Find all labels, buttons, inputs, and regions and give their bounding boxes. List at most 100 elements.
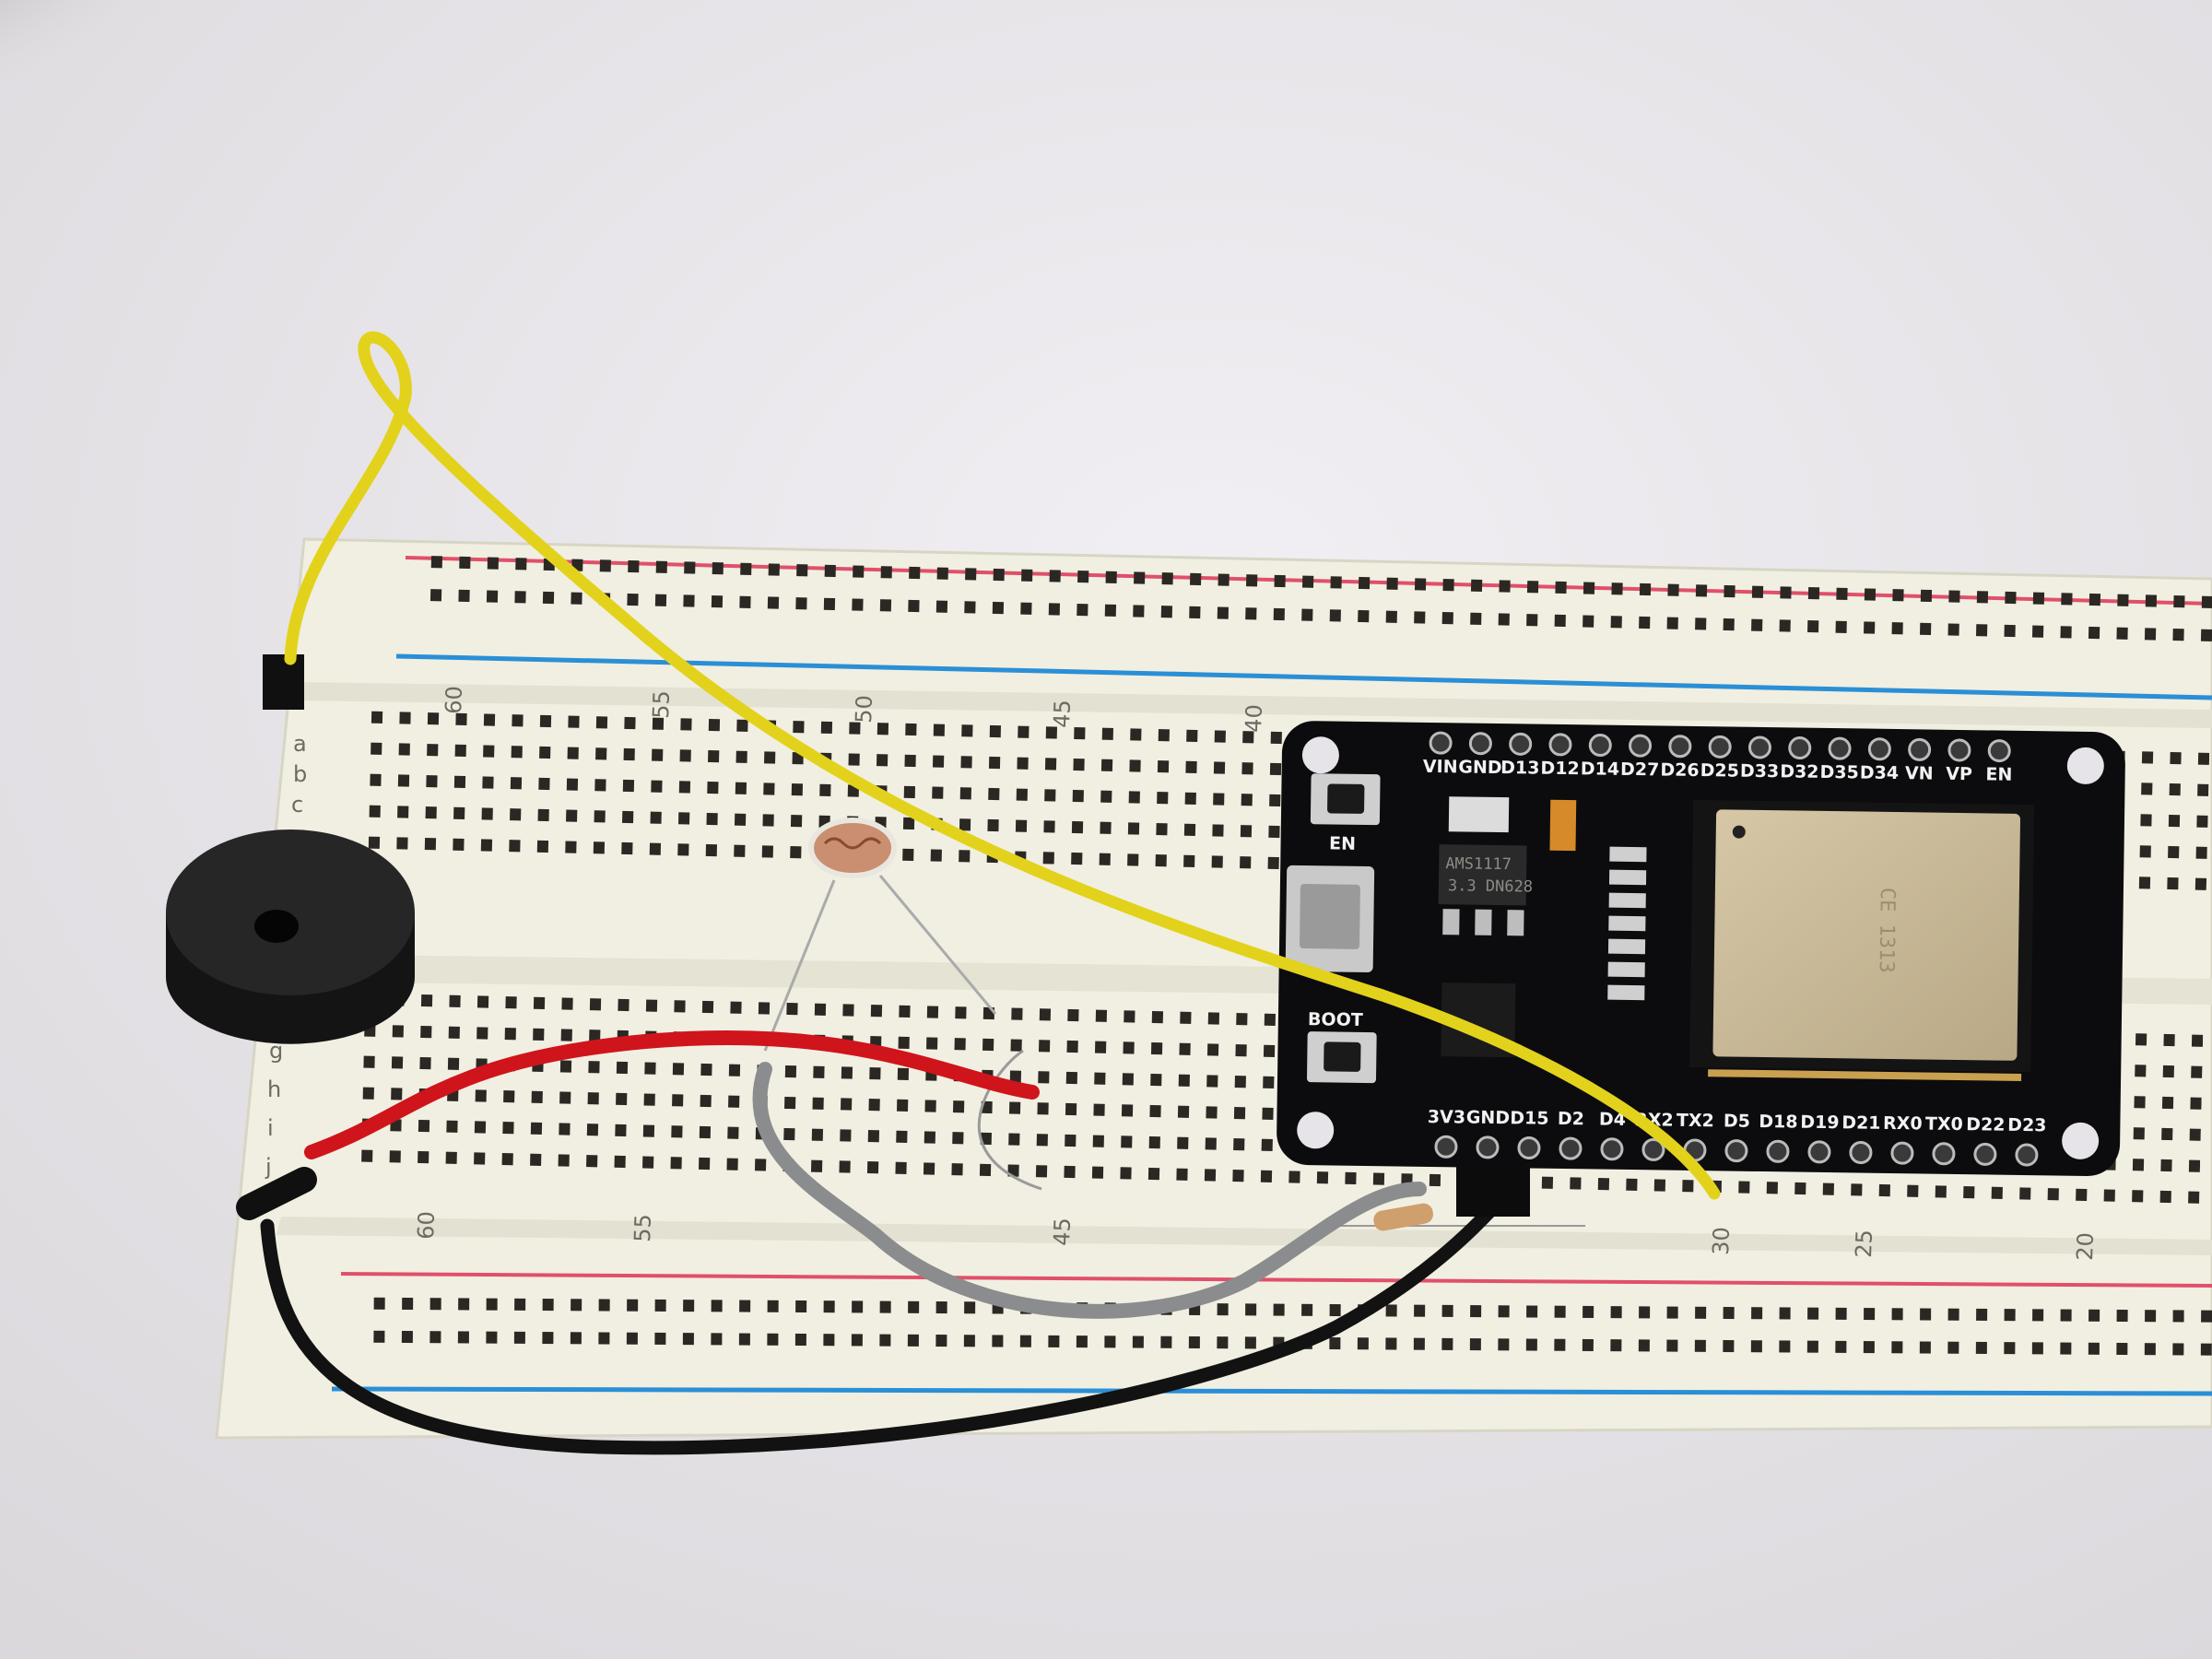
header-pin — [1908, 737, 1932, 761]
top-rail-holes — [423, 553, 2212, 661]
pin-label: D23 — [2007, 1115, 2047, 1136]
gray-wire — [752, 1062, 1427, 1319]
en-button-label: EN — [1329, 833, 1356, 853]
tantalum-capacitor — [1549, 799, 1577, 852]
column-number: 60 — [413, 1211, 440, 1241]
pin-label: VP — [1946, 764, 1972, 784]
regulator-text: 3.3 DN628 — [1448, 877, 1533, 896]
header-pin — [1947, 738, 1971, 762]
capacitor — [1448, 796, 1510, 833]
pin-label: D22 — [1966, 1114, 2006, 1135]
pin-label: TX0 — [1925, 1113, 1963, 1135]
mounting-hole — [2066, 747, 2104, 784]
pin-label: D26 — [1660, 759, 1700, 781]
column-number: 45 — [1049, 700, 1076, 729]
pin-label: EN — [1985, 764, 2012, 784]
photoresistor-lead — [977, 1049, 1042, 1191]
pin-label: RX0 — [1883, 1113, 1923, 1135]
pin-label: D21 — [1841, 1112, 1881, 1134]
row-letter: i — [267, 1115, 274, 1141]
header-pin — [1434, 1135, 1458, 1159]
header-pin — [1629, 734, 1653, 758]
header-pin — [1517, 1135, 1541, 1159]
mounting-hole — [1301, 736, 1339, 774]
top-negative-rail-line — [395, 653, 2212, 700]
column-number: 55 — [629, 1214, 656, 1243]
transistor — [1456, 1166, 1530, 1217]
header-pin — [1429, 731, 1453, 755]
mounting-hole — [2062, 1122, 2100, 1159]
pin-label: D18 — [1759, 1112, 1798, 1133]
rail-divider-bottom — [276, 1217, 2212, 1255]
row-letter: c — [291, 792, 303, 818]
pin-label: D2 — [1558, 1109, 1584, 1129]
header-pin — [1476, 1135, 1500, 1159]
column-number: 50 — [851, 695, 877, 724]
rail-divider-top — [293, 682, 2212, 728]
pin-label: D19 — [1800, 1112, 1840, 1134]
header-pin — [1708, 735, 1732, 759]
black-wire — [260, 1191, 1510, 1455]
pin-label: D25 — [1700, 760, 1740, 782]
header-pin — [1973, 1142, 1997, 1166]
mounting-hole — [1297, 1112, 1335, 1149]
header-pin — [1548, 733, 1572, 757]
red-wire — [304, 1030, 1040, 1159]
pin-label: D14 — [1581, 759, 1620, 780]
black-wire-connector — [236, 1167, 317, 1220]
header-pin — [1788, 736, 1812, 760]
row-letter: b — [293, 761, 307, 787]
header-pin — [1724, 1139, 1748, 1163]
regulator-text: AMS1117 — [1445, 854, 1512, 874]
pin-label: TX2 — [1677, 1111, 1714, 1132]
header-pin — [1559, 1136, 1583, 1160]
pin-label: 3V3 — [1428, 1107, 1465, 1128]
header-pin — [1932, 1142, 1956, 1166]
header-pin — [1766, 1139, 1790, 1163]
corner-shadow — [0, 0, 240, 138]
voltage-regulator — [1438, 844, 1527, 906]
header-pin — [1828, 736, 1852, 760]
column-number: 55 — [648, 690, 675, 720]
pin-label: D34 — [1860, 762, 1900, 783]
header-pin — [1509, 732, 1533, 756]
bottom-negative-rail-line — [331, 1386, 2212, 1396]
photoresistor — [763, 818, 997, 1052]
esp32-wroom-module — [1712, 809, 2021, 1061]
piezo-buzzer — [166, 830, 415, 1044]
header-pin — [1600, 1137, 1624, 1161]
module-marking: CE 1313 — [1875, 888, 1899, 973]
pin-label: D27 — [1620, 759, 1660, 781]
row-letter: a — [293, 731, 307, 757]
header-pin — [1849, 1141, 1873, 1165]
pin-label: D32 — [1780, 761, 1819, 782]
pin-label: GND — [1466, 1108, 1511, 1129]
header-pin — [1867, 737, 1891, 761]
header-pin — [1807, 1140, 1831, 1164]
column-number: 20 — [2072, 1232, 2099, 1262]
resistor — [1327, 1203, 1585, 1231]
header-pin — [1890, 1141, 1914, 1165]
row-letter: j — [265, 1154, 272, 1180]
yellow-wire — [284, 331, 1721, 1200]
bottom-positive-rail-line — [340, 1272, 2212, 1288]
pin-label: D15 — [1510, 1108, 1549, 1129]
column-number: 40 — [1241, 704, 1267, 734]
column-number: 60 — [441, 686, 467, 715]
pin-label: D4 — [1599, 1110, 1626, 1130]
row-letter: g — [269, 1038, 283, 1064]
pin-label: VIN — [1423, 757, 1458, 778]
boot-button-label: BOOT — [1308, 1009, 1363, 1030]
column-number: 45 — [1049, 1218, 1076, 1247]
pin-label: D13 — [1500, 758, 1540, 779]
header-pin — [1641, 1137, 1665, 1161]
row-letter: h — [267, 1077, 281, 1102]
header-pin — [1468, 732, 1492, 756]
column-number: 25 — [1851, 1230, 1877, 1259]
bottom-rail-holes — [359, 1284, 2212, 1364]
header-pin — [1747, 735, 1771, 759]
pin-label: D12 — [1540, 759, 1580, 780]
header-pin — [1987, 739, 2011, 763]
